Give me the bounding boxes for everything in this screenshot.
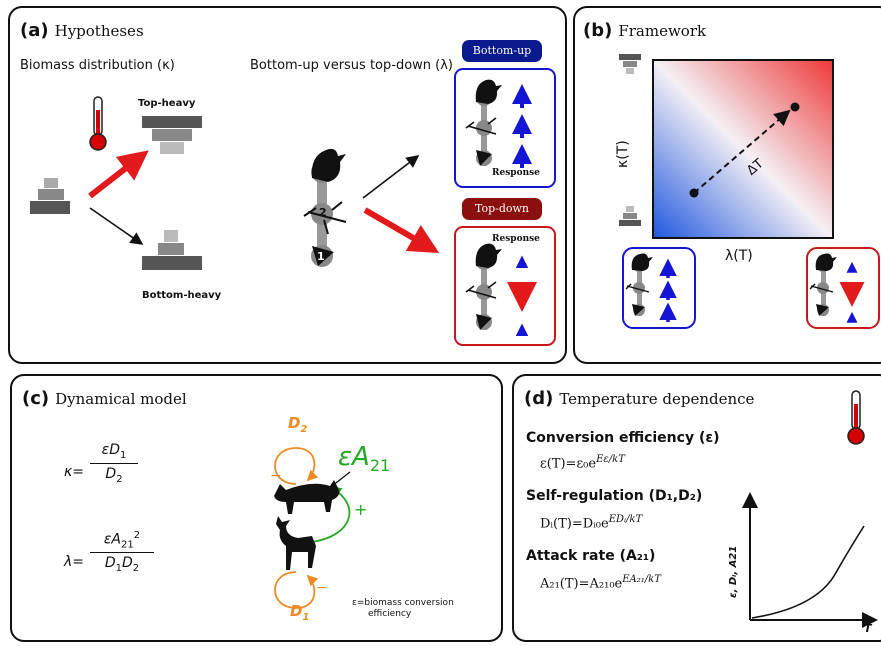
eps-note-1: ε=biomass conversion xyxy=(352,598,454,608)
attack-heading: Attack rate (A₂₁) xyxy=(526,548,656,564)
d1-sub: 1 xyxy=(302,612,310,623)
node-1-large: 1 xyxy=(317,250,325,263)
framework-gradient xyxy=(652,59,834,239)
minus-top: − xyxy=(270,468,282,484)
kappa-fraction: εD1 D2 xyxy=(90,442,138,485)
eps-a21-label: εA21 xyxy=(338,442,390,475)
bottom-up-badge-text: Bottom-up xyxy=(472,44,532,57)
conversion-formula: ε(T)=ε₀eEε/kT xyxy=(540,454,625,471)
self-reg-formula-exp: EDᵢ/kT xyxy=(608,514,643,525)
kappa-den-sub: 2 xyxy=(116,473,123,485)
node-3-large: 3 xyxy=(317,166,325,179)
panel-d-label: (d) xyxy=(524,388,554,409)
self-reg-formula: Dᵢ(T)=Dᵢ₀eEDᵢ/kT xyxy=(540,514,642,531)
top-heavy-label: Top-heavy xyxy=(138,98,196,109)
conversion-heading: Conversion efficiency (ε) xyxy=(526,430,720,446)
top-down-box xyxy=(454,226,556,346)
curve-x-label: T xyxy=(864,622,872,635)
plus-label: + xyxy=(354,500,368,519)
panel-a-label: (a) xyxy=(20,20,49,41)
bottom-up-chain xyxy=(465,79,532,168)
lambda-lhs: λ= xyxy=(64,554,85,570)
kappa-num: εD xyxy=(101,442,120,458)
lambda-den: D xyxy=(104,555,116,572)
panel-d-title-text: Temperature dependence xyxy=(559,390,755,408)
bottom-up-response: Response xyxy=(492,168,540,178)
kappa-axis-label: κ(T) xyxy=(615,140,631,168)
top-heavy-pyramid xyxy=(142,116,202,154)
top-down-badge-text: Top-down xyxy=(474,202,530,215)
lambda-num-sup: 2 xyxy=(133,530,141,541)
lambda-formula: λ= xyxy=(64,538,84,570)
d1-text: D xyxy=(290,602,303,620)
lambda-axis-label: λ(T) xyxy=(725,248,753,264)
bottom-up-badge: Bottom-up xyxy=(462,40,542,62)
panel-c: (c)Dynamical model κ= εD1 D2 λ= εA212 D1… xyxy=(10,374,503,642)
model-diagram xyxy=(274,447,351,609)
lambda-den-mid: D xyxy=(122,555,133,572)
d2-text: D xyxy=(288,414,301,432)
lambda-num-sub: 21 xyxy=(121,539,134,551)
exp-curve xyxy=(751,525,865,619)
lambda-den-sub2: 2 xyxy=(132,563,140,575)
delta-t-arrow xyxy=(693,109,791,194)
deer-icon xyxy=(276,516,316,570)
lambda-fraction: εA212 D1D2 xyxy=(90,530,154,574)
conversion-formula-exp: Eε/kT xyxy=(596,454,625,465)
attack-formula-exp: EA₂₁/kT xyxy=(622,574,661,585)
panel-b: (b) Framework xyxy=(573,6,881,364)
d2-sub: 2 xyxy=(300,424,308,435)
temperature-curve xyxy=(742,492,878,628)
panel-c-label: (c) xyxy=(22,388,50,409)
bottom-heavy-pyramid xyxy=(142,230,202,270)
top-down-response: Response xyxy=(492,234,540,244)
top-down-chain xyxy=(465,243,537,336)
minus-bottom: − xyxy=(316,580,328,596)
panel-b-title-text: Framework xyxy=(618,22,707,40)
d1-label: D1 xyxy=(290,602,309,623)
bottomup-heading: Bottom-up versus top-down (λ) xyxy=(250,58,453,73)
node-2-large: 2 xyxy=(319,206,327,219)
panel-a-title: (a) Hypotheses xyxy=(20,20,144,41)
lambda-den-sub1: 1 xyxy=(115,563,122,575)
cat-icon xyxy=(274,480,340,514)
thermometer-icon-d xyxy=(847,390,865,445)
kappa-lhs: κ= xyxy=(64,464,84,480)
self-reg-heading: Self-regulation (D₁,D₂) xyxy=(526,488,703,504)
d2-label: D2 xyxy=(288,414,307,435)
top-down-badge: Top-down xyxy=(462,198,542,220)
eps-a21-sub: 21 xyxy=(369,456,391,476)
panel-c-title: (c) Dynamical model xyxy=(22,388,187,409)
lambda-num: εA xyxy=(103,531,122,548)
curve-y-label: ε, Dᵢ, A21 xyxy=(728,545,739,598)
panel-a-title-text: Hypotheses xyxy=(54,22,144,40)
framework-plot xyxy=(619,54,880,329)
panel-c-title-text: Dynamical model xyxy=(55,390,187,408)
bottom-heavy-label: Bottom-heavy xyxy=(142,290,222,301)
eps-a21-text: εA xyxy=(338,442,370,472)
even-pyramid xyxy=(30,178,70,214)
biomass-arrows xyxy=(88,150,440,254)
kappa-den: D xyxy=(105,465,117,482)
panel-d: (d) Temperature dependence Conversion eff… xyxy=(512,374,881,642)
thermometer-icon xyxy=(89,96,107,151)
kappa-formula: κ= xyxy=(64,448,84,480)
panel-d-title: (d) Temperature dependence xyxy=(524,388,754,409)
panel-a: (a) Hypotheses Biomass distribution (κ) B… xyxy=(8,6,567,364)
self-reg-formula-base: Dᵢ(T)=Dᵢ₀e xyxy=(540,516,609,532)
biomass-heading: Biomass distribution (κ) xyxy=(20,58,175,73)
conversion-formula-base: ε(T)=ε₀e xyxy=(540,456,597,472)
attack-formula-base: A₂₁(T)=A₂₁₀e xyxy=(540,576,623,592)
panel-b-label: (b) xyxy=(583,20,613,41)
attack-formula: A₂₁(T)=A₂₁₀eEA₂₁/kT xyxy=(540,574,661,591)
eps-note-2: efficiency xyxy=(368,609,412,619)
bottom-up-box xyxy=(454,68,556,188)
kappa-num-sub: 1 xyxy=(119,449,127,461)
food-chain-large xyxy=(303,148,347,267)
panel-b-title: (b) Framework xyxy=(583,20,706,41)
